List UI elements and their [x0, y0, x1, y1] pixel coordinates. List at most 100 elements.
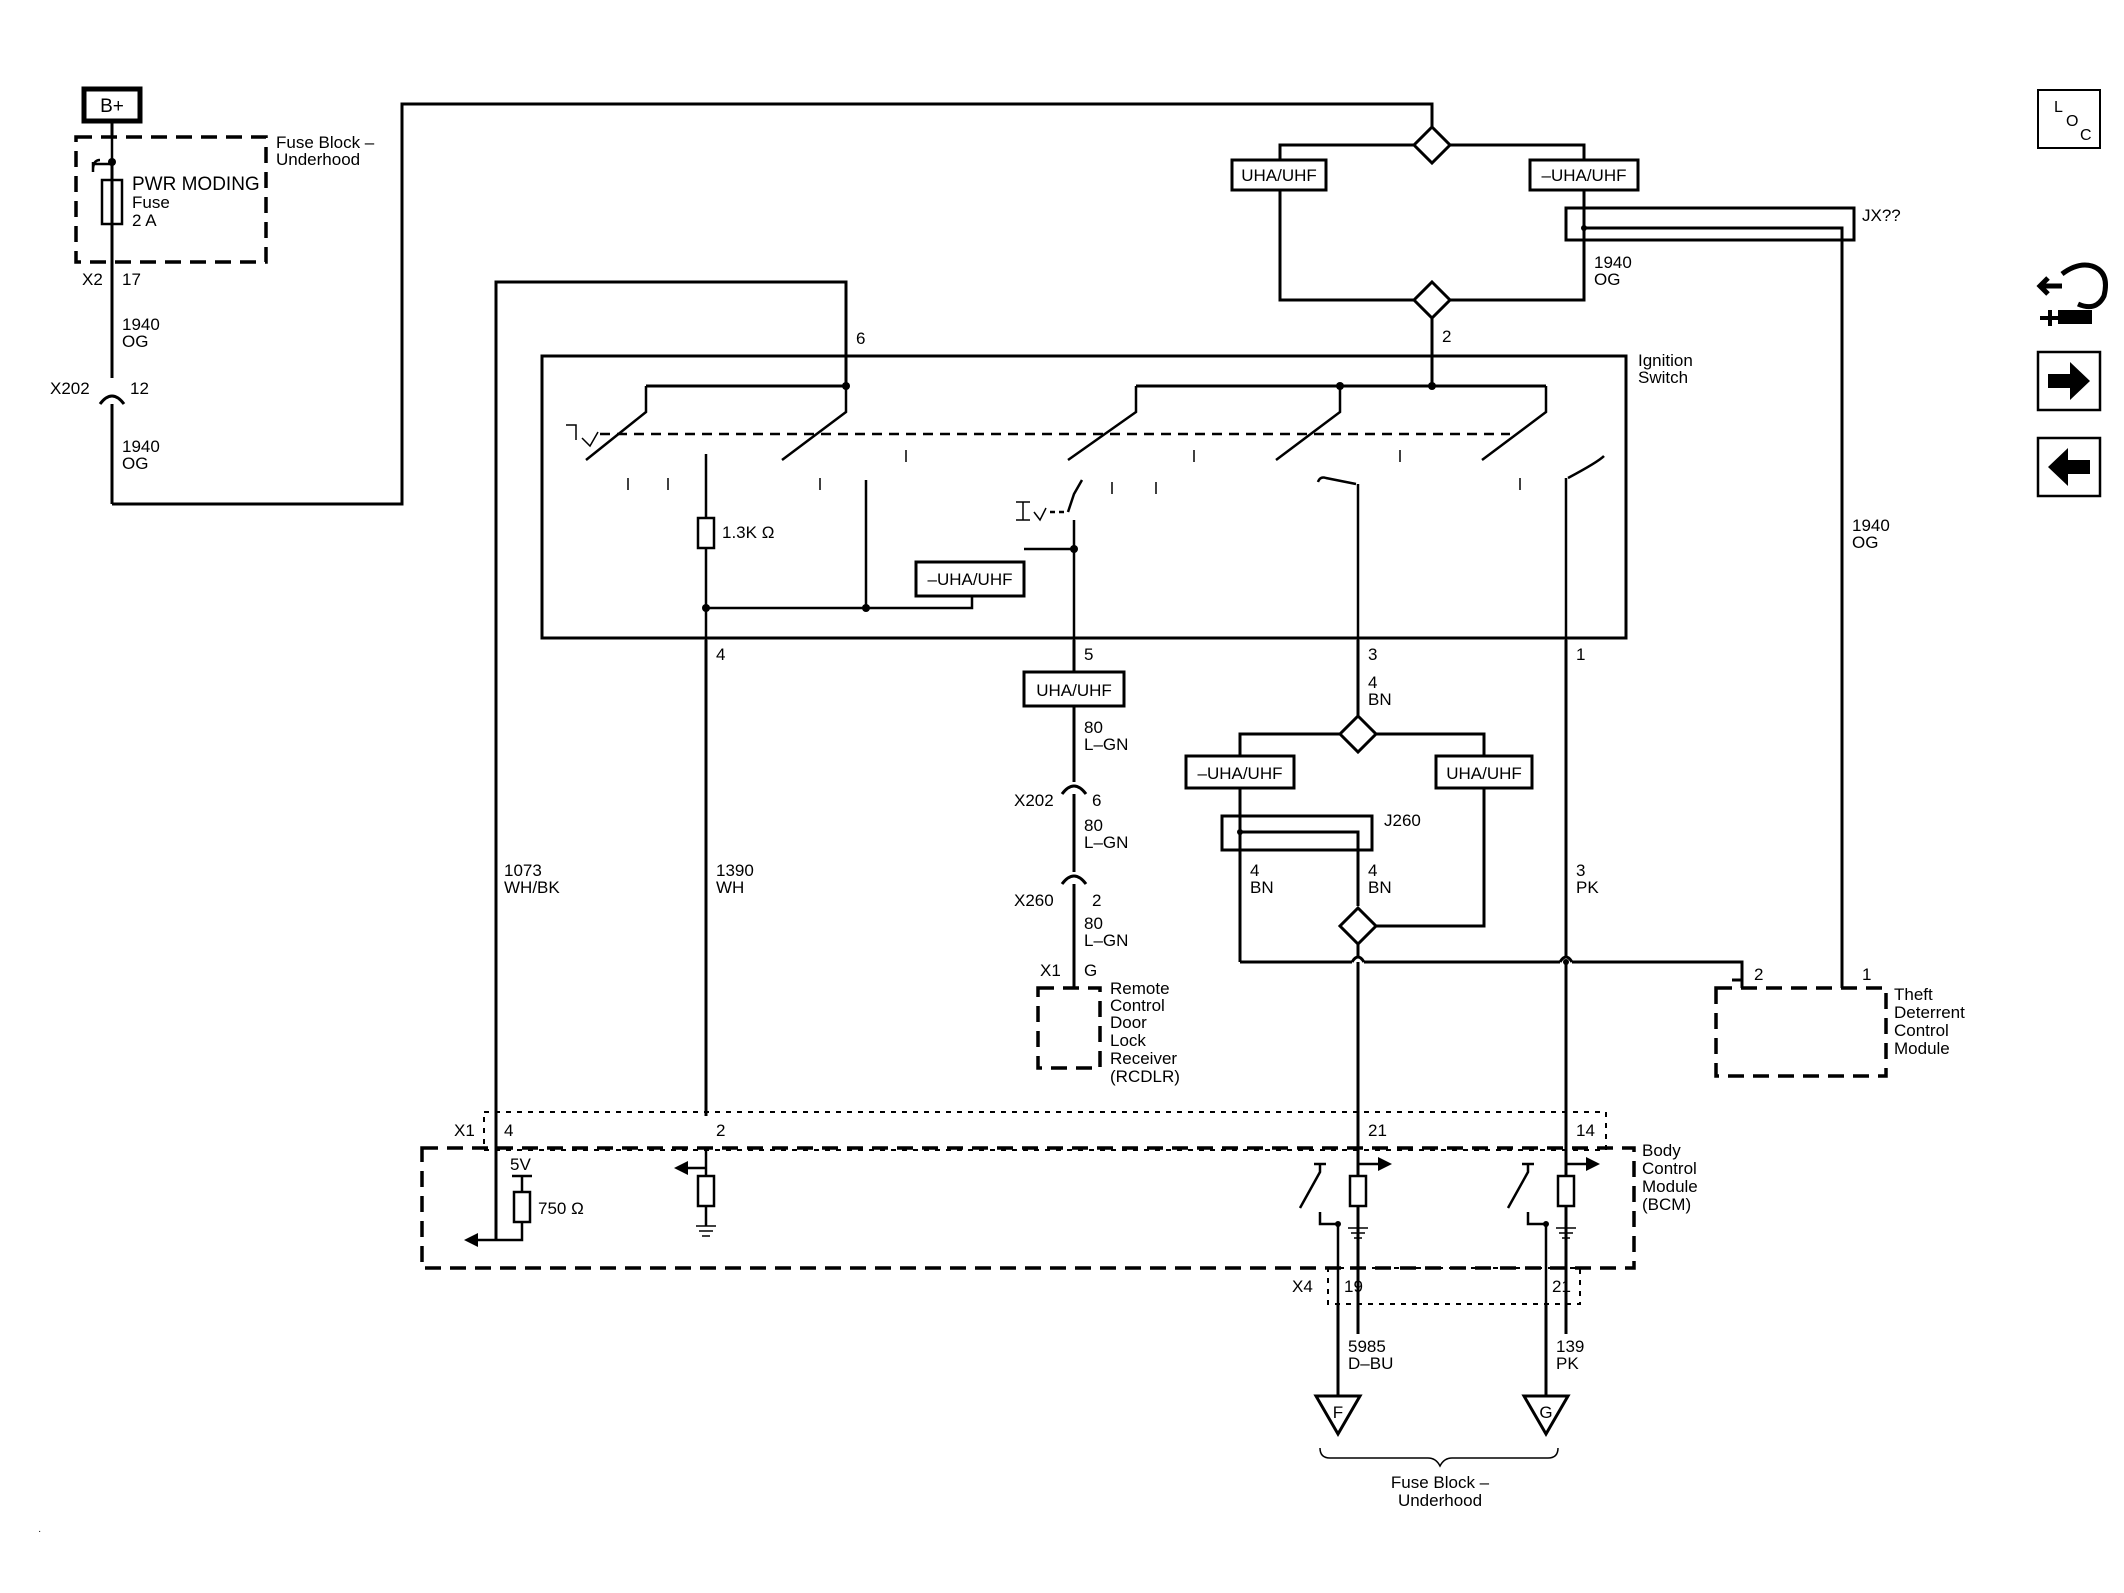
- wire-og-right-color: OG: [1852, 533, 1878, 552]
- splice-bn-lower: [1337, 905, 1379, 947]
- x1-rcdlr-pin: G: [1084, 961, 1097, 980]
- wire-og-jx-color: OG: [1594, 270, 1620, 289]
- wire-lgn3-num: 80: [1084, 914, 1103, 933]
- wire-whbk-color: WH/BK: [504, 878, 560, 897]
- wire-pk2-color: PK: [1556, 1354, 1579, 1373]
- x202-connector-a: [98, 394, 126, 405]
- wire-pk-color: PK: [1576, 878, 1599, 897]
- tag-bn-left: [1184, 754, 1296, 790]
- splice-bn: [1337, 713, 1379, 755]
- bcm-pin-21b: 21: [1552, 1277, 1571, 1296]
- wire-og-mid-color: OG: [122, 454, 148, 473]
- rcdlr-title-3: Door: [1110, 1013, 1147, 1032]
- ign-title-1: Ignition: [1638, 351, 1693, 370]
- rcdlr-title-5: Receiver: [1110, 1049, 1177, 1068]
- corner-mark: ·: [38, 1526, 41, 1537]
- bcm-title-3: Module: [1642, 1177, 1698, 1196]
- wire-bn-right-num: 4: [1368, 861, 1377, 880]
- wire-lgn3-color: L–GN: [1084, 931, 1128, 950]
- bcm-pin-4: 4: [504, 1121, 513, 1140]
- wire-bn-top-num: 4: [1368, 673, 1377, 692]
- tag-ign-inner-label: –UHA/UHF: [927, 570, 1012, 589]
- rcdlr-title-1: Remote: [1110, 979, 1170, 998]
- wire-bn-left-color: BN: [1250, 878, 1274, 897]
- ign-pin-4: 4: [716, 645, 725, 664]
- wire-bn-top-color: BN: [1368, 690, 1392, 709]
- bcm-pin-21: 21: [1368, 1121, 1387, 1140]
- splice-top: [1411, 124, 1453, 166]
- ground-symbol-2: [696, 1225, 716, 1237]
- rcdlr-box: [1036, 986, 1102, 1070]
- wire-dbu-color: D–BU: [1348, 1354, 1393, 1373]
- wire-lgn1-num: 80: [1084, 718, 1103, 737]
- tdm-pin-2: 2: [1754, 965, 1763, 984]
- fuse-name: PWR MODING: [132, 174, 260, 195]
- fuse-block-top-title-1: Fuse Block –: [276, 133, 375, 152]
- tdm-title-4: Module: [1894, 1039, 1950, 1058]
- fuse-rating: 2 A: [132, 211, 157, 230]
- wire-og-jx-num: 1940: [1594, 253, 1632, 272]
- x260-pin: 2: [1092, 891, 1101, 910]
- bplus-terminal: B+: [81, 86, 143, 124]
- j260-splice-pack: [1220, 814, 1374, 852]
- bcm-750-label: 750 Ω: [538, 1199, 584, 1218]
- x260-connector: [1060, 874, 1088, 885]
- wire-pk-num: 3: [1576, 861, 1585, 880]
- tag-bn-left-label: –UHA/UHF: [1197, 764, 1282, 783]
- bcm-title-4: (BCM): [1642, 1195, 1691, 1214]
- connector-view-icon[interactable]: [2036, 262, 2108, 326]
- ign-title-2: Switch: [1638, 368, 1688, 387]
- bcm-pin-14: 14: [1576, 1121, 1595, 1140]
- wire-wh-color: WH: [716, 878, 744, 897]
- wire-og-top-num: 1940: [122, 315, 160, 334]
- bcm-title-1: Body: [1642, 1141, 1681, 1160]
- x202-connector-b: [1060, 784, 1088, 795]
- bcm-pin-2: 2: [716, 1121, 725, 1140]
- jx-splice-pack: [1564, 206, 1856, 242]
- bcm-x1-label: X1: [454, 1121, 475, 1140]
- fuse-block-bottom-title-1: Fuse Block –: [1391, 1473, 1490, 1492]
- fuse-block-bottom-title-2: Underhood: [1398, 1491, 1482, 1510]
- wire-og-top-color: OG: [122, 332, 148, 351]
- tdm-pin-1: 1: [1862, 965, 1871, 984]
- bcm-750-resistor: [512, 1190, 532, 1224]
- x2-pin: 17: [122, 270, 141, 289]
- jx-label: JX??: [1862, 206, 1901, 225]
- arrow-right-icon: [2048, 362, 2090, 400]
- splice-mid: [1411, 279, 1453, 321]
- tag-top-left-label: UHA/UHF: [1241, 166, 1317, 185]
- x202-a-label: X202: [50, 379, 90, 398]
- bcm-x4-label: X4: [1292, 1277, 1313, 1296]
- location-view-icon[interactable]: L O C: [2037, 89, 2101, 149]
- fuse-block-underhood-top: [74, 135, 268, 264]
- ign-pin-2: 2: [1442, 327, 1451, 346]
- wire-bn-left-num: 4: [1250, 861, 1259, 880]
- tag-rcdlr-label: UHA/UHF: [1036, 681, 1112, 700]
- ign-pin-1: 1: [1576, 645, 1585, 664]
- x202-b-label: X202: [1014, 791, 1054, 810]
- fuse-sub-1: Fuse: [132, 193, 170, 212]
- next-page-button[interactable]: [2036, 350, 2102, 412]
- tag-bn-right-label: UHA/UHF: [1446, 764, 1522, 783]
- x2-label: X2: [82, 270, 103, 289]
- wire-og-loop: [112, 102, 1434, 506]
- tdm-box: [1714, 986, 1888, 1078]
- j260-label: J260: [1384, 811, 1421, 830]
- tag-rcdlr: [1022, 670, 1126, 708]
- bplus-label: B+: [100, 96, 124, 117]
- rcdlr-title-4: Lock: [1110, 1031, 1146, 1050]
- tag-ign-inner: [914, 560, 1026, 598]
- x1-rcdlr-label: X1: [1040, 961, 1061, 980]
- wire-og-right-num: 1940: [1852, 516, 1890, 535]
- terminal-f: [1313, 1394, 1363, 1437]
- ign-pin-6: 6: [856, 329, 865, 348]
- previous-page-button[interactable]: [2036, 436, 2102, 498]
- wire-pk2-num: 139: [1556, 1337, 1584, 1356]
- bcm-5v-label: 5V: [510, 1155, 531, 1174]
- x202-b-pin: 6: [1092, 791, 1101, 810]
- bcm-x4-connector: [1327, 1267, 1581, 1305]
- wire-og-mid-num: 1940: [122, 437, 160, 456]
- tdm-title-2: Deterrent: [1894, 1003, 1965, 1022]
- rcdlr-title-2: Control: [1110, 996, 1165, 1015]
